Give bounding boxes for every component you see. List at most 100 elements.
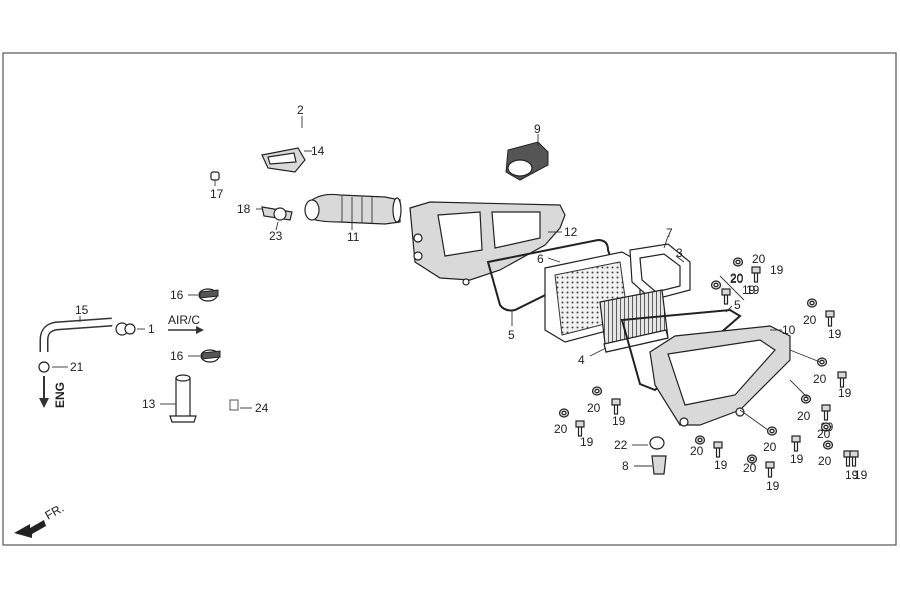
washer-part-20: [710, 280, 722, 290]
callout-19: 19: [770, 263, 784, 277]
callout-23: 23: [269, 229, 283, 243]
callout-22: 22: [614, 438, 628, 452]
diagram-frame: [2, 52, 897, 546]
callout-19: 19: [746, 283, 760, 297]
callout-14: 14: [311, 144, 325, 158]
callout-19: 19: [742, 283, 756, 297]
eng-label: ENG: [53, 382, 67, 408]
air-c-arrow-icon: [168, 326, 204, 334]
washer-part-20: [732, 257, 744, 267]
fastener-group: 2019201920192019201920192019201920192019…: [554, 252, 868, 493]
callout-19: 19: [766, 479, 780, 493]
washer-part-20: [694, 435, 706, 445]
callout-20: 20: [803, 313, 817, 327]
callout-19: 19: [845, 468, 859, 482]
leader-line: [789, 379, 809, 399]
callout-20: 20: [690, 444, 704, 458]
callout-21: 21: [70, 360, 84, 374]
callout-5-right: 5: [734, 298, 741, 312]
callout-19: 19: [838, 386, 852, 400]
bolt-part-19: [849, 450, 859, 467]
clamp-part-23: [256, 206, 293, 231]
drain-plug-part-8: [634, 455, 667, 475]
bolt-part-19: [765, 461, 775, 478]
callout-17: 17: [210, 187, 224, 201]
cap-part-9: [505, 134, 549, 181]
bolt-part-19: [721, 288, 731, 305]
callout-20: 20: [752, 252, 766, 266]
ring-part-21: [38, 361, 68, 373]
callout-5-left: 5: [508, 328, 515, 342]
intake-duct-part-11: [304, 193, 402, 230]
air-c-label: AIR/C: [168, 313, 200, 327]
callout-20: 20: [730, 272, 744, 286]
washer-part-20: [800, 394, 812, 404]
bolt-part-19: [825, 310, 835, 327]
air-cleaner-cover-part-10: [649, 325, 791, 427]
callout-20: 20: [743, 461, 757, 475]
washer-part-20: [746, 454, 758, 464]
callout-20: 20: [813, 372, 827, 386]
callout-8: 8: [622, 459, 629, 473]
leader-line: [719, 275, 745, 301]
bolt-part-19: [791, 435, 801, 452]
callout-16-top: 16: [170, 288, 184, 302]
front-arrow-icon: [14, 520, 46, 538]
callout-16-bottom: 16: [170, 349, 184, 363]
callout-9: 9: [534, 122, 541, 136]
callout-20: 20: [763, 440, 777, 454]
washer-part-20: [822, 440, 834, 450]
bolt-part-19: [611, 398, 621, 415]
hose-part-15: [39, 316, 113, 352]
eng-arrow-icon: [39, 376, 49, 408]
pleated-filter-part-4: [589, 289, 669, 357]
callout-13: 13: [142, 397, 156, 411]
washer-part-20: [766, 426, 778, 436]
filter-frame-part-7: [629, 235, 691, 301]
callout-20: 20: [554, 422, 568, 436]
callout-19: 19: [828, 327, 842, 341]
callout-1: 1: [148, 322, 155, 336]
washer-part-20: [558, 408, 570, 418]
label-part-24: [229, 399, 252, 411]
clamp-part-16-bottom: [188, 349, 221, 363]
pipe-part-13: [160, 374, 197, 423]
callout-18: 18: [237, 202, 251, 216]
callout-24: 24: [255, 401, 269, 415]
callout-19: 19: [580, 435, 594, 449]
washer-part-20: [816, 357, 828, 367]
callout-11: 11: [347, 230, 360, 244]
callout-20: 20: [817, 427, 831, 441]
bolt-part-19: [575, 420, 585, 437]
callout-19: 19: [714, 458, 728, 472]
washer-part-20: [591, 386, 603, 396]
callout-19: 19: [790, 452, 804, 466]
bolt-part-19: [837, 371, 847, 388]
callout-3: 3: [676, 246, 683, 260]
callout-7: 7: [666, 226, 673, 240]
leader-line: [789, 349, 821, 363]
callout-19: 19: [854, 468, 868, 482]
callout-20: 20: [818, 454, 832, 468]
clip-part-17: [210, 171, 220, 186]
callout-20: 20: [730, 271, 744, 285]
ring-part-22: [632, 436, 665, 450]
leader-line: [739, 409, 769, 431]
bolt-part-19: [713, 441, 723, 458]
bolt-part-19: [821, 404, 831, 421]
front-label: FR.: [43, 501, 67, 523]
callout-15: 15: [75, 303, 89, 317]
callout-19: 19: [612, 414, 626, 428]
breather-hose-part-2: [212, 116, 357, 177]
washer-part-20: [806, 298, 818, 308]
callout-2: 2: [297, 103, 304, 117]
callout-20: 20: [587, 401, 601, 415]
washer-part-20: [820, 422, 832, 432]
clip-part-1: [115, 322, 145, 336]
bracket-part-14: [261, 147, 312, 173]
air-cleaner-case-part-12: [409, 201, 566, 286]
callout-4: 4: [578, 353, 585, 367]
clamp-part-16-top: [188, 288, 219, 302]
callout-10: 10: [782, 323, 796, 337]
